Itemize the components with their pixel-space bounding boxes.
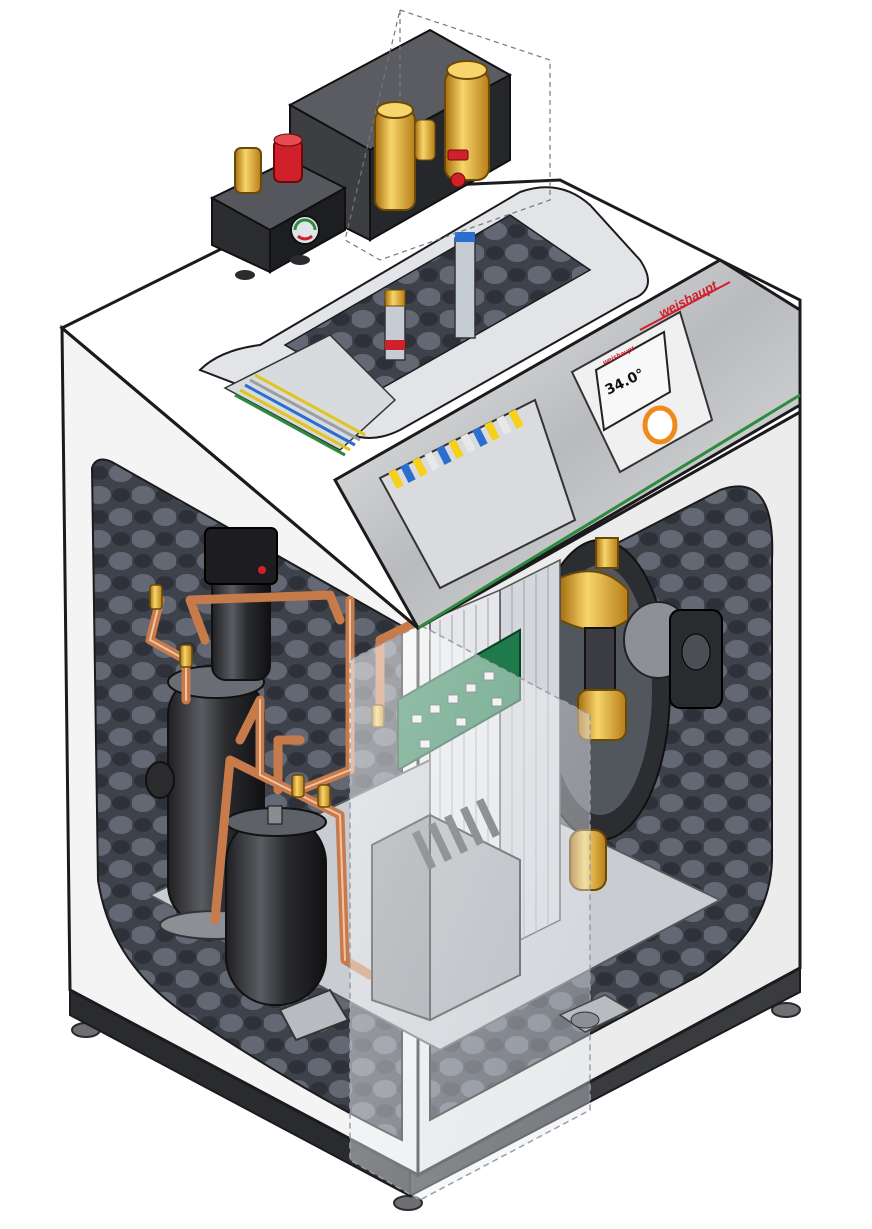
brass-valves: [234, 60, 490, 211]
controller-panel: [570, 310, 714, 474]
brand-underline: [639, 281, 731, 331]
floor-mount: [558, 994, 632, 1033]
receiver-tank: [225, 805, 350, 1042]
glass-panel: [349, 624, 591, 1201]
supply-hoses: [384, 232, 476, 361]
top-cavity: [198, 186, 649, 457]
terminal-block: [378, 398, 577, 590]
